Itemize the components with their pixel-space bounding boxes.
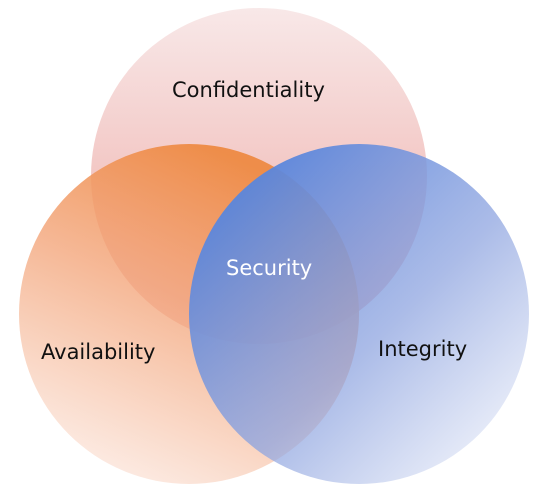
confidentiality-label: Confidentiality xyxy=(172,78,325,102)
integrity-circle xyxy=(189,144,529,484)
security-center-label: Security xyxy=(226,256,313,280)
integrity-label: Integrity xyxy=(378,337,468,361)
availability-label: Availability xyxy=(41,340,156,364)
